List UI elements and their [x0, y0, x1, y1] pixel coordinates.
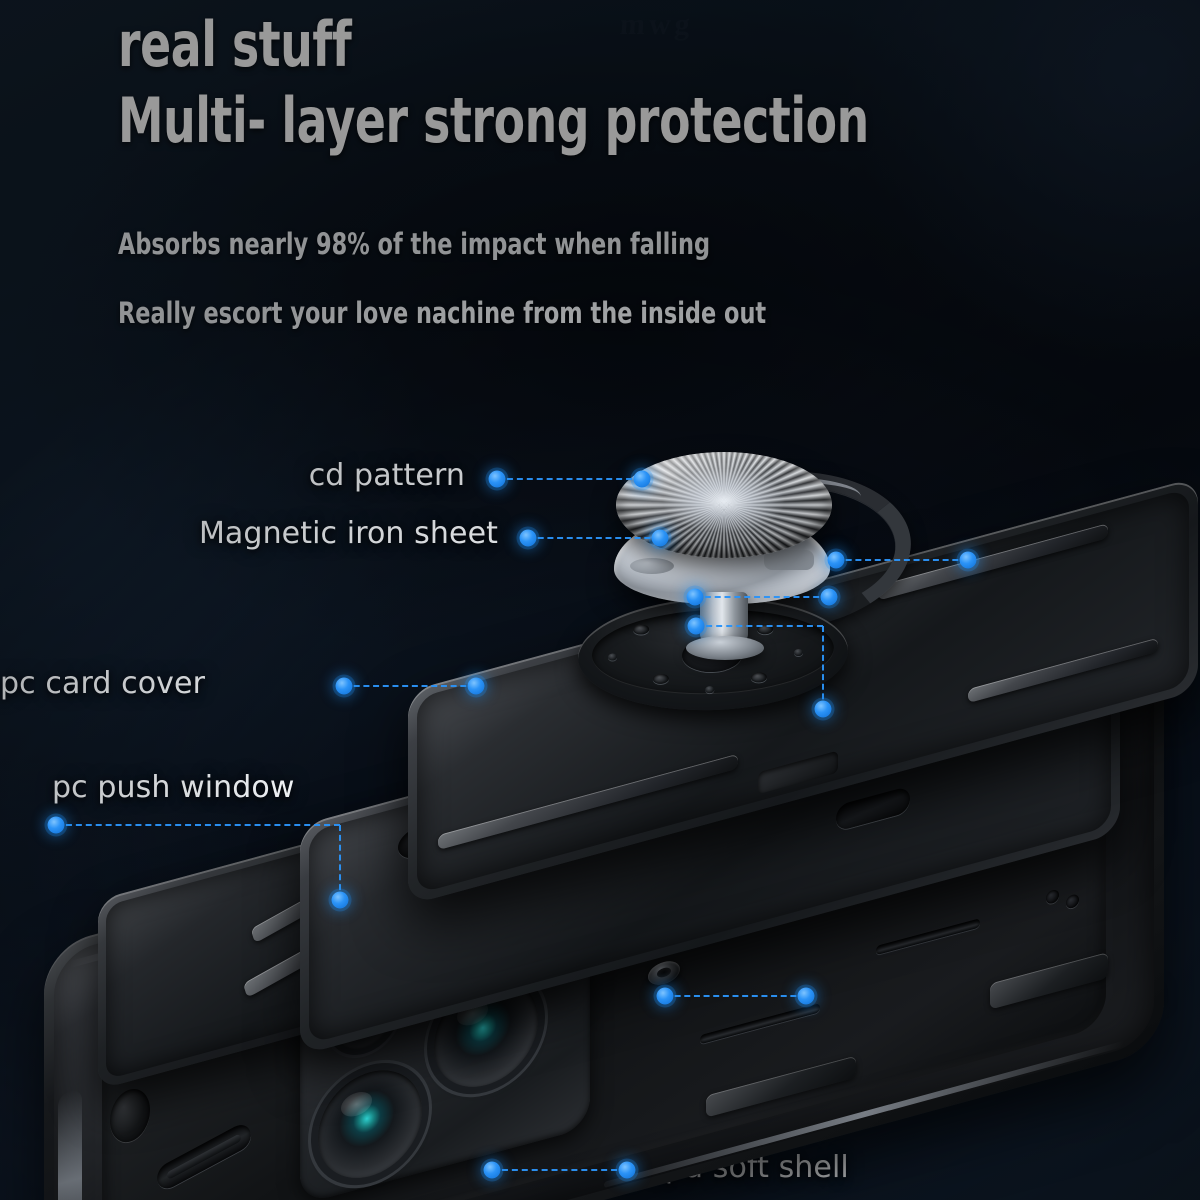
layer-cd-pattern-disc — [616, 452, 832, 558]
connector-dot-a-pc-card-cover — [335, 677, 353, 695]
tpu-grip-pad — [706, 1055, 856, 1118]
magnetic-sheet-notch-right — [764, 550, 814, 570]
magnetic-sheet-stem-base — [686, 636, 764, 660]
callout-label-magnetic-iron-sheet: Magnetic iron sheet — [198, 516, 498, 551]
connector-dot-a-tpu-decorative-screws — [656, 987, 674, 1005]
connector-dot-b-tpu-decorative-screws — [797, 987, 815, 1005]
headline-block: real stuff Multi- layer strong protectio… — [118, 8, 1034, 331]
connector-dot-b-pc-card-cover — [467, 677, 485, 695]
connector-line-h-ring-screw-bottom — [696, 625, 823, 627]
magnetic-sheet-stem — [700, 592, 748, 644]
connector-line-v-ring-screw-bottom — [822, 626, 824, 709]
connector-line-cd-pattern — [497, 478, 642, 480]
connector-line-ring-screw-top — [695, 596, 829, 598]
connector-dot-b-tpu-soft-shell — [618, 1161, 636, 1179]
subheading-line-1: Absorbs nearly 98% of the impact when fa… — [118, 227, 711, 261]
cd-pattern-rim-shading — [616, 452, 832, 558]
connector-dot-b-ring-screw-top — [820, 588, 838, 606]
headline-line-2: Multi- layer strong protection — [118, 84, 869, 157]
connector-line-v-pc-push-window — [339, 825, 341, 900]
connector-dot-a-ring-stand — [827, 551, 845, 569]
tpu-vent-slot — [700, 1003, 820, 1045]
connector-line-ring-stand — [836, 559, 968, 561]
usb-c-port — [154, 1120, 254, 1194]
speaker-hole — [110, 1084, 150, 1147]
connector-dot-a-cd-pattern — [488, 470, 506, 488]
connector-dot-b-ring-screw-bottom — [814, 700, 832, 718]
connector-dot-b-ring-stand — [959, 551, 977, 569]
callout-label-cd-pattern: cd pattern — [308, 458, 465, 493]
connector-dot-b-pc-push-window — [331, 891, 349, 909]
subheading-line-2: Really escort your love nachine from the… — [118, 296, 767, 330]
headline-line-1: real stuff — [118, 8, 352, 81]
tpu-edge-highlight-left — [58, 1087, 82, 1200]
connector-dot-a-tpu-soft-shell — [483, 1161, 501, 1179]
magnetic-sheet-notch-left — [630, 558, 674, 574]
camera-lens-secondary — [318, 1058, 422, 1191]
connector-dot-a-magnetic-iron-sheet — [519, 529, 537, 547]
connector-line-pc-card-cover — [344, 685, 476, 687]
connector-dot-b-cd-pattern — [633, 470, 651, 488]
callout-label-pc-push-window: pc push window — [52, 770, 295, 805]
connector-line-h-pc-push-window — [56, 824, 340, 826]
connector-line-tpu-soft-shell — [492, 1169, 627, 1171]
tpu-vent-slot — [876, 918, 980, 956]
connector-dot-a-ring-screw-bottom — [687, 617, 705, 635]
connector-dot-a-ring-screw-top — [686, 588, 704, 606]
connector-line-magnetic-iron-sheet — [528, 537, 660, 539]
tpu-grip-pad — [990, 951, 1108, 1010]
connector-dot-a-pc-push-window — [47, 816, 65, 834]
connector-line-tpu-decorative-screws — [665, 995, 806, 997]
connector-dot-b-magnetic-iron-sheet — [651, 529, 669, 547]
